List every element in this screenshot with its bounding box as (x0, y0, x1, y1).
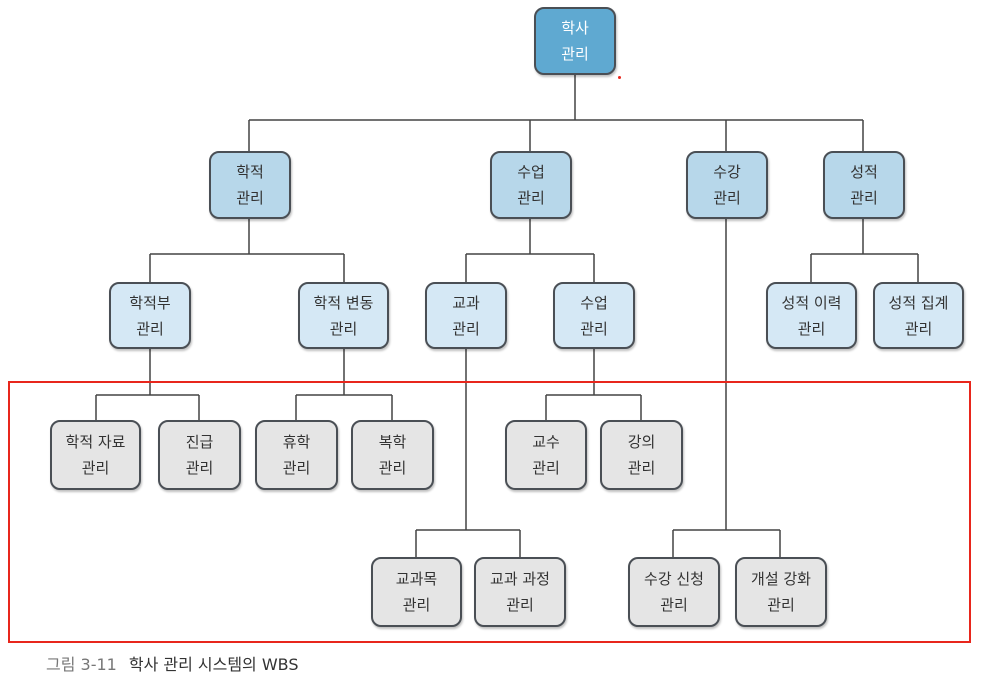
highlight-box (8, 381, 971, 643)
node-label: 관리 (627, 459, 656, 477)
node-label: 관리 (378, 459, 407, 477)
node-label: 관리 (850, 189, 878, 207)
node-label: 관리 (561, 45, 589, 63)
node-label: 관리 (402, 596, 431, 614)
node-label: 관리 (452, 319, 480, 338)
node-label: 수강 (713, 163, 741, 181)
node-label: 성적 (850, 163, 878, 181)
node-label: 교수 (532, 433, 560, 451)
node-label: 강의 (627, 433, 656, 451)
node-label: 관리 (329, 319, 358, 338)
node-label: 관리 (236, 189, 264, 207)
node-label: 성적 이력 (781, 293, 842, 312)
node-label: 관리 (797, 319, 826, 338)
node-label: 성적 집계 (888, 293, 949, 312)
node-label: 관리 (282, 459, 311, 477)
node-label: 관리 (532, 459, 560, 477)
figure-caption: 그림 3-11 학사 관리 시스템의 WBS (46, 651, 299, 675)
node-label: 학적 자료 (65, 433, 126, 451)
node-label: 복학 (378, 433, 407, 451)
node-label: 관리 (904, 319, 933, 338)
node-label: 휴학 (282, 433, 311, 451)
node-label: 개설 강화 (751, 570, 811, 588)
node-label: 관리 (506, 596, 534, 614)
node-label: 교과목 (395, 570, 438, 588)
node-root: 학사 관리 (534, 7, 616, 75)
node-label: 관리 (136, 319, 164, 338)
node-label: 수업 (580, 293, 608, 312)
figure-number: 그림 3-11 (46, 655, 117, 674)
node-label: 관리 (713, 189, 741, 207)
node-label: 관리 (660, 596, 688, 614)
node-label: 학적 (236, 163, 264, 181)
annotation-dot (618, 76, 621, 79)
node-label: 학사 (561, 19, 589, 37)
node-label: 학적부 (129, 293, 171, 312)
node-label: 학적 변동 (313, 293, 374, 312)
node-label: 교과 과정 (490, 570, 550, 588)
node-label: 관리 (767, 596, 795, 614)
node-label: 관리 (517, 189, 545, 207)
figure-title: 학사 관리 시스템의 WBS (128, 655, 299, 674)
node-label: 교과 (452, 293, 480, 312)
node-label: 관리 (185, 459, 214, 477)
node-label: 진급 (185, 433, 214, 451)
node-label: 관리 (81, 459, 110, 477)
node-label: 수업 (517, 163, 545, 181)
node-label: 관리 (580, 319, 608, 338)
node-label: 수강 신청 (644, 570, 704, 588)
